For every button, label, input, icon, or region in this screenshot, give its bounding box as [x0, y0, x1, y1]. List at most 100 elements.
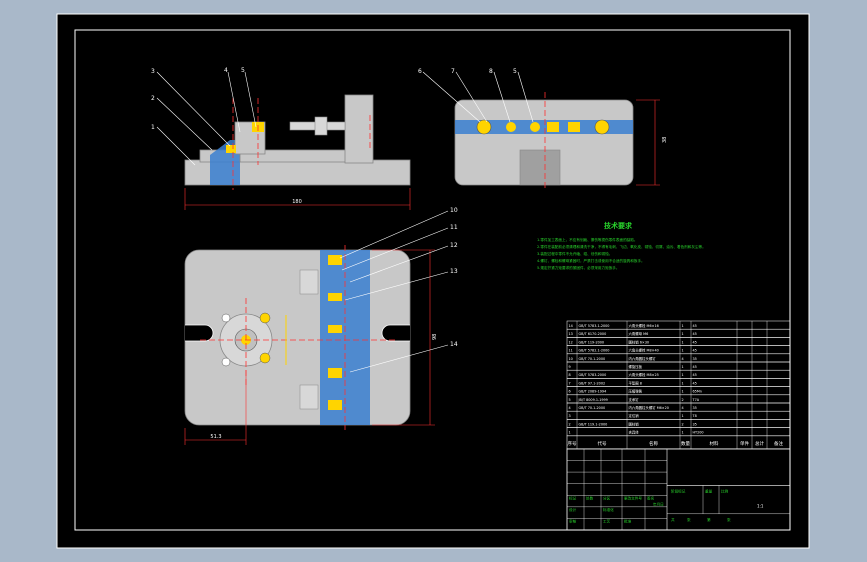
bom-cell: T8: [692, 414, 697, 418]
title-block-label: 处数: [586, 495, 594, 500]
callout-5b: 5: [513, 68, 517, 75]
bom-cell: 45: [693, 365, 697, 369]
title-block-label: 分区: [603, 495, 611, 500]
bom-cell: 45: [693, 324, 697, 328]
bom-cell: 1: [682, 365, 684, 369]
callout-11: 11: [450, 224, 458, 231]
plan-offset-dim: 51.3: [210, 434, 221, 440]
title-block-label: 标记: [569, 495, 577, 500]
bom-cell: 65Mn: [693, 390, 702, 394]
front-view: 180: [156, 71, 411, 210]
bom-cell: 1: [682, 349, 684, 353]
title-block-label: 工艺: [603, 518, 611, 523]
callout-1: 1: [151, 124, 155, 131]
callout-7: 7: [451, 68, 455, 75]
bom-cell: 45: [693, 381, 697, 385]
bom-cell: 35: [693, 422, 697, 426]
bom-cell: GB/T 119-2000: [579, 340, 605, 344]
bom-cell: 8: [569, 373, 571, 377]
bom-cell: 内六角圆柱头螺钉: [629, 356, 657, 361]
title-block-label: 设计: [569, 507, 577, 512]
bom-cell: 35: [693, 406, 697, 410]
bom-cell: T7A: [692, 398, 700, 402]
bom-cell: GB/T 97.1-2002: [579, 381, 606, 385]
bom-cell: 35: [693, 357, 697, 361]
bom-cell: 1: [682, 414, 684, 418]
title-block-label: 第: [707, 517, 711, 522]
title-block-label: 比例: [721, 488, 729, 493]
bom-cell: 45: [693, 332, 697, 336]
tech-req-line: 5.规定拧紧力矩要求的紧固件，必须采用力矩扳手。: [537, 265, 620, 270]
bom-cell: 11: [569, 349, 573, 353]
bom-cell: 12: [569, 340, 573, 344]
bom-header-cell: 总计: [755, 440, 764, 447]
title-block-label: 张: [687, 517, 691, 522]
tech-req-title: 技术要求: [604, 221, 633, 230]
bom-cell: 六角头螺栓 M8×25: [629, 372, 659, 377]
callout-4: 4: [224, 67, 228, 74]
bom-header-cell: 备注: [774, 440, 783, 447]
tech-req-line: 2.零件在装配前必须清理和清洗干净，不得有毛刺、飞边、氧化皮、锈蚀、切屑、油污、…: [537, 244, 706, 249]
bom-header-cell: 代号: [598, 440, 607, 447]
callout-6: 6: [418, 68, 422, 75]
bom-cell: 六角头螺栓 M8×40: [629, 348, 659, 353]
bom-cell: 支承钉: [629, 397, 640, 402]
bom-cell: 4: [682, 357, 684, 361]
bom-cell: 圆柱销: [629, 421, 640, 426]
bom-cell: 1: [682, 340, 684, 344]
bom-cell: 压缩弹簧: [629, 389, 643, 394]
callout-8: 8: [489, 68, 493, 75]
bom-cell: 4: [569, 406, 571, 410]
bom-cell: 1: [682, 332, 684, 336]
bom-cell: 六角头螺栓 M6×16: [629, 323, 659, 328]
tech-req-line: 1.零件加工表面上，不应有划痕、擦伤等损伤零件表面的缺陷。: [537, 237, 637, 242]
title-block-label: 更改文件号: [624, 495, 642, 500]
title-block-label: 批准: [624, 518, 632, 523]
callout-2: 2: [151, 95, 155, 102]
bom-cell: GB/T 5783-2000: [579, 373, 607, 377]
title-block-scale: 1:1: [757, 503, 764, 508]
bom-cell: 夹具体: [629, 430, 640, 435]
callout-12: 12: [450, 242, 458, 249]
bom-cell: 1: [682, 431, 684, 435]
title-block-label: 年月日: [653, 501, 664, 506]
bom-cell: GB/T 70.1-2000: [579, 406, 606, 410]
bom-cell: GB/T 6170-2000: [579, 332, 607, 336]
bom-cell: 1: [682, 390, 684, 394]
bom-cell: JB/T 8009.1-1999: [578, 398, 608, 402]
bom-cell: 2: [569, 422, 571, 426]
bom-header-cell: 数量: [681, 440, 690, 447]
title-block: 标记处数分区更改文件号签名年月日设计标准化阶段标记重量比例审核工艺批准共张第张1…: [566, 448, 791, 531]
bom-cell: GB/T 70.1-2000: [579, 357, 606, 361]
side-height-dim: 38: [662, 137, 668, 143]
tech-req-line: 4.螺钉、螺栓和螺母紧固时，严禁打击或使用不合适的旋具和扳手。: [537, 258, 645, 263]
bom-cell: 5: [569, 398, 571, 402]
bom-cell: 14: [569, 324, 573, 328]
bom-cell: 1: [569, 431, 571, 435]
title-block-label: 重量: [705, 488, 713, 493]
technical-requirements: 技术要求 1.零件加工表面上，不应有划痕、擦伤等损伤零件表面的缺陷。 2.零件在…: [537, 221, 706, 270]
bom-cell: HT200: [693, 431, 704, 435]
bom-cell: 13: [569, 332, 573, 336]
bom-header-cell: 材料: [710, 440, 719, 447]
bom-cell: 圆柱销 6×30: [629, 339, 650, 344]
drawing-frame: [74, 29, 791, 531]
bom-cell: 1: [682, 324, 684, 328]
title-block-label: 张: [727, 517, 731, 522]
plan-height-dim: 98: [432, 334, 438, 340]
bom-cell: 1: [682, 381, 684, 385]
callout-5: 5: [241, 67, 245, 74]
bom-header-cell: 序号: [568, 440, 577, 447]
bom-cell: 定位销: [629, 413, 640, 418]
bom-cell: GB/T 2089-1994: [579, 390, 607, 394]
bom-header-cell: 单件: [740, 440, 749, 447]
bom-cell: GB/T 119.1-2000: [579, 422, 608, 426]
front-width-dim: 180: [292, 199, 302, 205]
callout-14: 14: [450, 341, 458, 348]
title-block-frame: [566, 448, 791, 531]
bom-cell: 9: [569, 365, 571, 369]
title-block-label: 标准化: [603, 507, 614, 512]
